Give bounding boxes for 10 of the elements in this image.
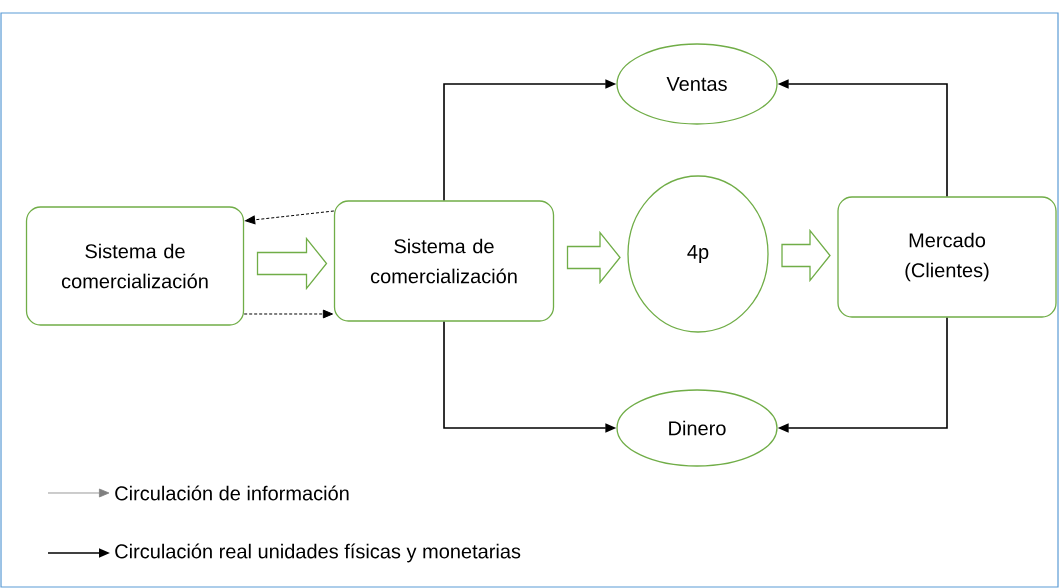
dashed-arrow [244,210,335,225]
rounded-box: Mercado (Clientes) [837,196,1057,318]
rounded-box: Sistema de comercialización [333,200,555,322]
dashed-arrow [243,309,334,319]
legend-text: Circulación de información [115,485,349,501]
block-arrow [256,236,328,291]
block-arrow [566,230,621,285]
rounded-box: Sistema de comercialización [25,206,245,326]
block-arrow [781,228,831,283]
legend-text: Circulación real unidades físicas y monetarias [115,543,521,563]
